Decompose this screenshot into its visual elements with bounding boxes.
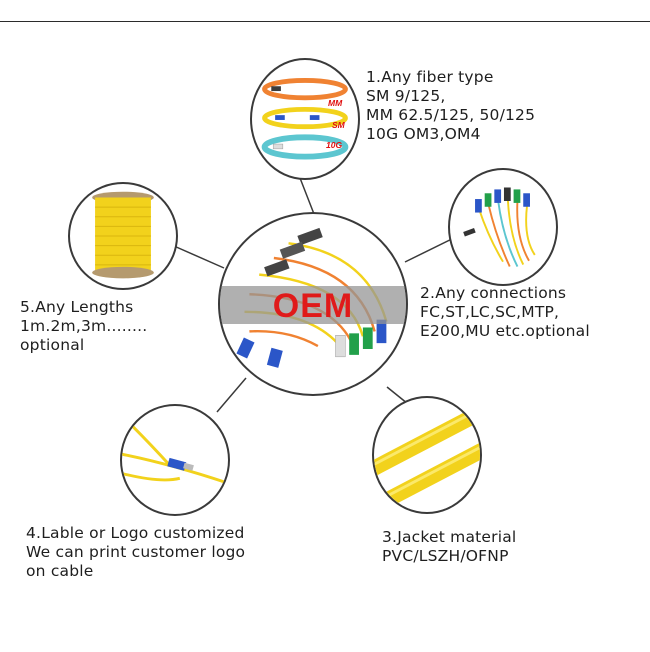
fiber-type-image: MM SM 10G: [250, 58, 360, 180]
feature-1-line-2: SM 9/125,: [366, 87, 446, 105]
feature-4-line-2: We can print customer logo: [26, 543, 246, 561]
feature-3-title: 3.Jacket material: [382, 528, 517, 546]
feature-2-line-2: FC,ST,LC,SC,MTP,: [420, 303, 560, 321]
oem-banner-text: OEM: [272, 287, 354, 325]
connector-5: [173, 245, 225, 269]
feature-2-text: 2.Any connections FC,ST,LC,SC,MTP, E200,…: [420, 284, 590, 341]
feature-4-line-3: on cable: [26, 562, 94, 580]
feature-5-title: 5.Any Lengths: [20, 298, 134, 316]
feature-4-title: 4.Lable or Logo customized: [26, 524, 245, 542]
feature-4-text: 4.Lable or Logo customized We can print …: [26, 524, 245, 581]
feature-5-line-3: optional: [20, 336, 85, 354]
connector-4: [216, 377, 247, 413]
feature-2-title: 2.Any connections: [420, 284, 567, 302]
feature-3-text: 3.Jacket material PVC/LSZH/OFNP: [382, 528, 516, 566]
feature-2-line-3: E200,MU etc.optional: [420, 322, 590, 340]
jacket-material-image: [372, 396, 482, 514]
logo-cable-image: [120, 404, 230, 516]
feature-5-line-2: 1m.2m,3m........: [20, 317, 148, 335]
mm-tag: MM: [328, 98, 343, 108]
connections-image: [448, 168, 558, 286]
center-patch-cords-image: OEM: [218, 212, 408, 396]
feature-5-text: 5.Any Lengths 1m.2m,3m........ optional: [20, 298, 147, 355]
sm-tag: SM: [332, 120, 345, 130]
feature-3-line-2: PVC/LSZH/OFNP: [382, 547, 509, 565]
cable-reel-image: [68, 182, 178, 290]
feature-1-title: 1.Any fiber type: [366, 68, 494, 86]
top-divider: [0, 21, 650, 22]
connector-1: [299, 177, 315, 215]
feature-1-line-3: MM 62.5/125, 50/125: [366, 106, 536, 124]
10g-tag: 10G: [326, 140, 343, 150]
feature-1-line-4: 10G OM3,OM4: [366, 125, 481, 143]
feature-1-text: 1.Any fiber type SM 9/125, MM 62.5/125, …: [366, 68, 535, 144]
oem-banner-band: [220, 286, 406, 324]
